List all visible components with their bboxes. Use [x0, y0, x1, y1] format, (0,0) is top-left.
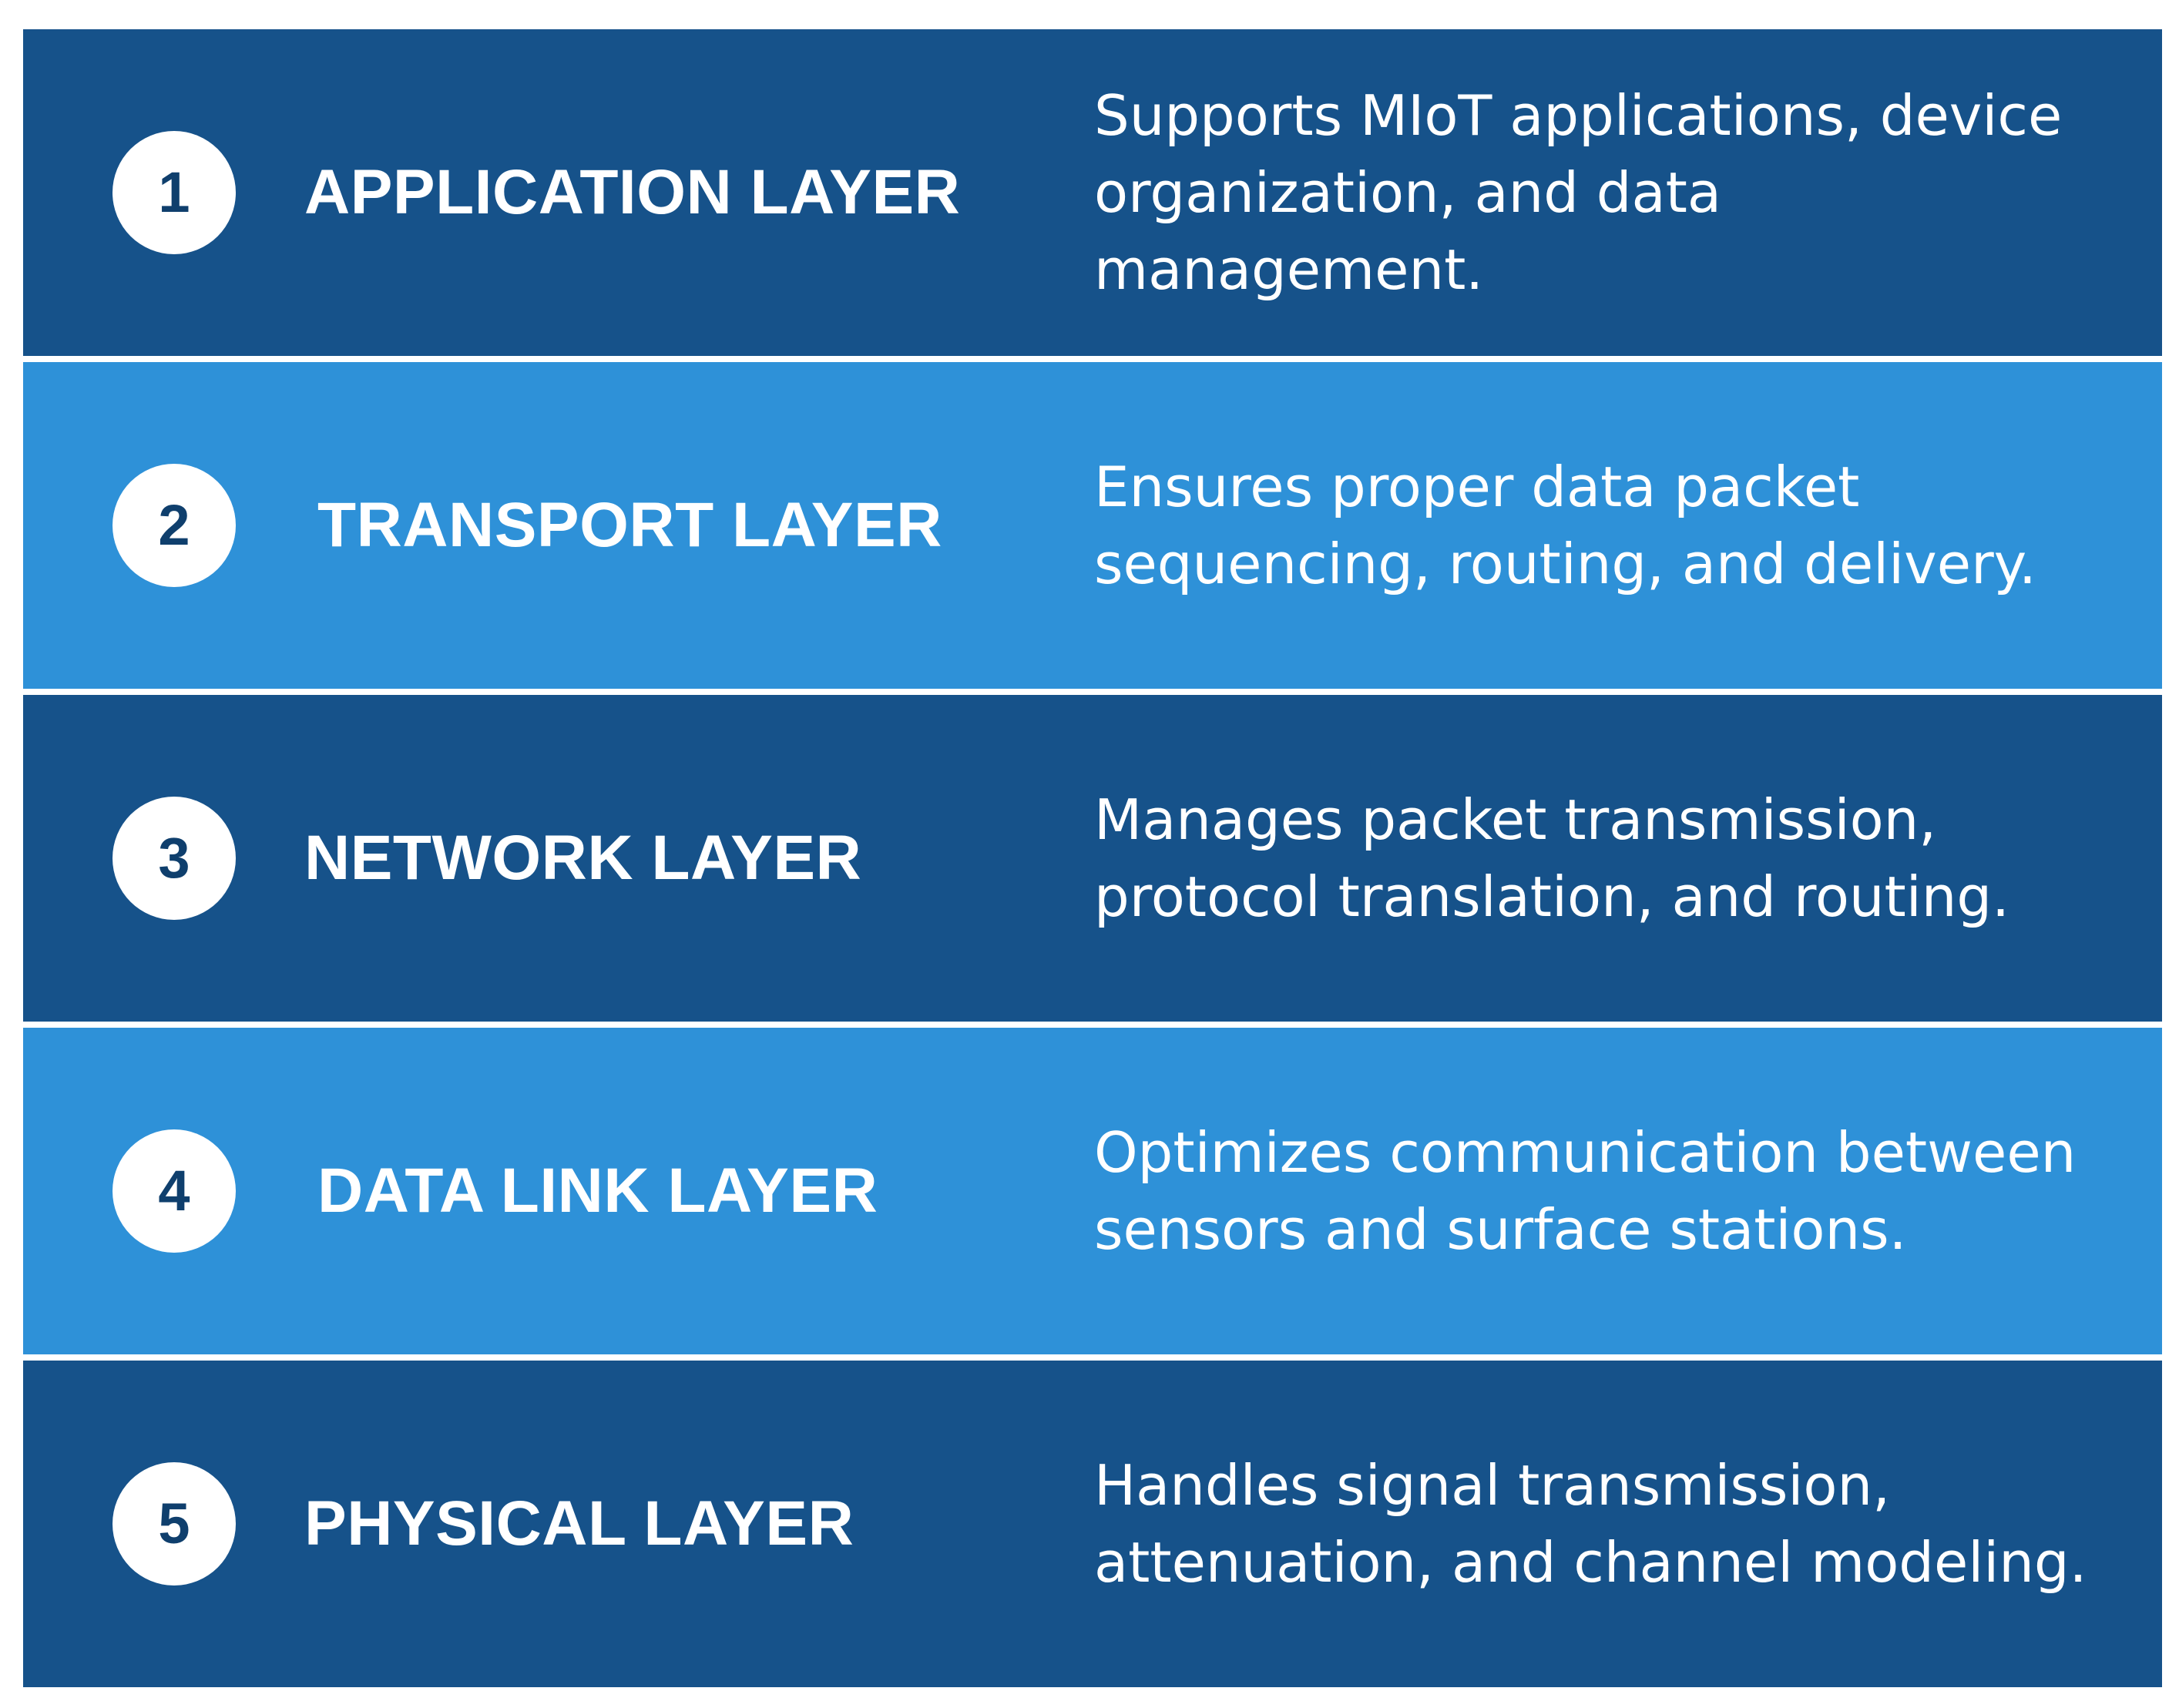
number-badge: 5 [112, 1462, 236, 1586]
layer-stack: 1 APPLICATION LAYER Supports MIoT applic… [23, 29, 2162, 1687]
layer-row-network: 3 NETWORK LAYER Manages packet transmiss… [23, 695, 2162, 1022]
number-badge: 4 [112, 1129, 236, 1253]
layer-description: Ensures proper data packet sequencing, r… [1094, 455, 2036, 596]
number-badge: 3 [112, 797, 236, 920]
layer-description: Supports MIoT applications, device organ… [1094, 83, 2063, 302]
layer-number: 5 [158, 1492, 190, 1555]
layer-number: 3 [158, 826, 190, 890]
layer-name: TRANSPORT LAYER [317, 490, 942, 560]
layer-description: Optimizes communication between sensors … [1094, 1120, 2077, 1262]
number-badge: 1 [112, 131, 236, 254]
layer-name: DATA LINK LAYER [317, 1156, 878, 1226]
layer-name: NETWORK LAYER [304, 823, 862, 893]
layer-row-data-link: 4 DATA LINK LAYER Optimizes communicatio… [23, 1028, 2162, 1354]
layer-number: 1 [158, 160, 190, 224]
layer-number: 2 [158, 493, 190, 557]
number-badge: 2 [112, 464, 236, 587]
layer-row-application: 1 APPLICATION LAYER Supports MIoT applic… [23, 29, 2162, 356]
layer-name: PHYSICAL LAYER [304, 1488, 854, 1559]
layer-row-physical: 5 PHYSICAL LAYER Handles signal transmis… [23, 1361, 2162, 1687]
layer-name: APPLICATION LAYER [304, 157, 961, 227]
layer-number: 4 [158, 1159, 190, 1223]
layer-row-transport: 2 TRANSPORT LAYER Ensures proper data pa… [23, 362, 2162, 689]
layer-description: Manages packet transmission, protocol tr… [1094, 787, 2009, 929]
layer-description: Handles signal transmission, attenuation… [1094, 1453, 2087, 1595]
